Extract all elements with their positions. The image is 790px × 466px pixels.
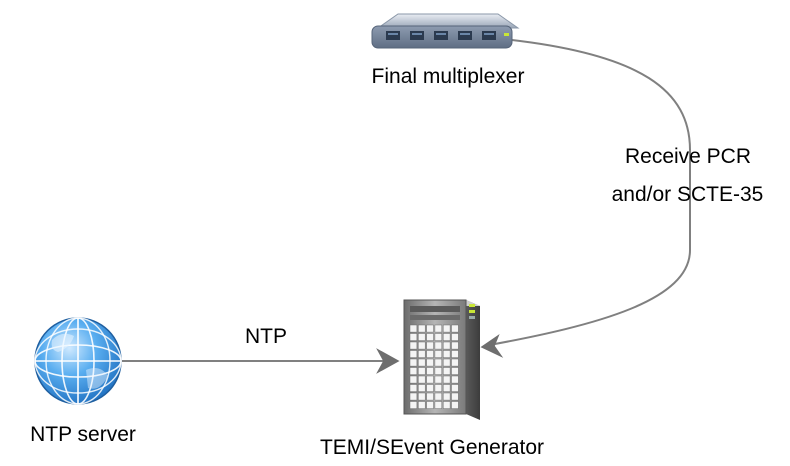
server-vent: [418, 384, 426, 392]
edge-pcr: [480, 39, 691, 358]
server-vent: [434, 324, 443, 333]
pcr-edge-label-line1: Receive PCR: [624, 145, 752, 168]
server-vent: [409, 401, 418, 409]
server-vent: [426, 367, 434, 375]
server-vent: [409, 333, 418, 341]
server-vent: [442, 358, 451, 367]
arrowhead-pcr: [480, 333, 504, 358]
server-vent: [442, 350, 451, 358]
generator-label: TEMI/SEvent Generator: [319, 436, 545, 459]
server-vent: [451, 401, 459, 409]
server-vent: [442, 333, 451, 341]
server-vent: [426, 324, 434, 333]
server-vent: [409, 358, 418, 367]
server-vent: [418, 350, 426, 358]
arrowhead-ntp: [376, 348, 400, 374]
server-vent: [451, 341, 459, 350]
server-vent: [442, 401, 451, 409]
server-vent: [426, 333, 434, 341]
server-vent: [442, 324, 451, 333]
edge-ntp: [122, 348, 400, 374]
server-vent: [426, 384, 434, 392]
server-vent: [451, 333, 459, 341]
server-vent: [442, 341, 451, 350]
server-vent: [434, 358, 443, 367]
server-vent: [434, 367, 443, 375]
server-vent: [409, 367, 418, 375]
server-vent: [409, 392, 418, 401]
server-vent: [451, 392, 459, 401]
server-vent: [409, 350, 418, 358]
server-vent: [426, 375, 434, 384]
server-vent: [426, 341, 434, 350]
server-vent: [418, 358, 426, 367]
server-vent: [442, 375, 451, 384]
multiplexer-label: Final multiplexer: [371, 65, 525, 88]
server-vent: [442, 392, 451, 401]
server-vent: [451, 358, 459, 367]
server-vent: [426, 358, 434, 367]
server-vent: [451, 350, 459, 358]
server-vent: [451, 367, 459, 375]
server-vent: [442, 384, 451, 392]
server-grill: [409, 324, 459, 409]
server-vent: [409, 324, 418, 333]
server-vent: [418, 401, 426, 409]
network-switch-icon: [371, 13, 520, 49]
server-vent: [451, 324, 459, 333]
ntp-server-label: NTP server: [30, 423, 136, 446]
server-vent: [409, 384, 418, 392]
server-vent: [418, 367, 426, 375]
server-vent: [418, 375, 426, 384]
pcr-edge-label-line2: and/or SCTE-35: [611, 183, 764, 206]
server-vent: [409, 341, 418, 350]
server-vent: [434, 341, 443, 350]
server-vent: [451, 375, 459, 384]
server-vent: [418, 392, 426, 401]
server-vent: [434, 384, 443, 392]
server-vent: [434, 375, 443, 384]
server-vent: [426, 350, 434, 358]
server-vent: [434, 350, 443, 358]
globe-icon: [34, 317, 122, 405]
server-vent: [418, 341, 426, 350]
server-vent: [451, 384, 459, 392]
server-vent: [434, 392, 443, 401]
server-vent: [418, 333, 426, 341]
server-vent: [442, 367, 451, 375]
server-vent: [426, 401, 434, 409]
server-vent: [426, 392, 434, 401]
ntp-edge-label: NTP: [245, 325, 287, 348]
server-vent: [434, 333, 443, 341]
server-tower-icon: [403, 299, 480, 420]
server-vent: [434, 401, 443, 409]
server-vent: [409, 375, 418, 384]
server-vent: [418, 324, 426, 333]
